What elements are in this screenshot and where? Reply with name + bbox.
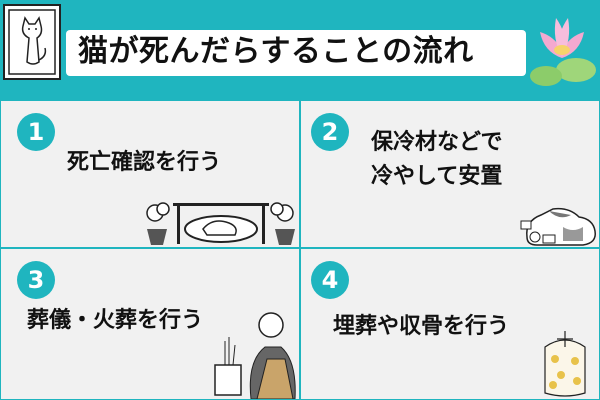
cat-with-ice-packs-icon xyxy=(520,207,596,246)
step-2-label-line2: 冷やして安置 xyxy=(371,164,503,189)
urn-cover-icon xyxy=(544,331,586,397)
title-box xyxy=(66,30,526,76)
step-3-panel: 3 葬儀・火葬を行う xyxy=(0,248,300,400)
step-2-label-line1: 保冷材などで xyxy=(371,130,503,155)
header: 猫が死んだらすることの流れ xyxy=(0,0,600,100)
lotus-flower-icon xyxy=(530,18,596,86)
step-3-label: 葬儀・火葬を行う xyxy=(27,308,204,333)
cat-in-bed-with-flowers-icon xyxy=(146,202,295,245)
step-4-label: 埋葬や収骨を行う xyxy=(333,314,510,339)
step-4-panel: 4 埋葬や収骨を行う xyxy=(300,248,600,400)
monk-with-altar-icon xyxy=(214,312,296,399)
framed-cat-portrait-icon xyxy=(3,4,61,80)
step-3-number: 3 xyxy=(17,261,55,299)
step-2-number: 2 xyxy=(311,113,349,151)
page-title: 猫が死んだらすることの流れ xyxy=(78,34,474,69)
step-1-panel: 1 死亡確認を行う xyxy=(0,100,300,248)
step-1-label: 死亡確認を行う xyxy=(67,150,222,175)
step-4-number: 4 xyxy=(311,261,349,299)
step-1-number: 1 xyxy=(17,113,55,151)
step-2-panel: 2 保冷材などで 冷やして安置 xyxy=(300,100,600,248)
